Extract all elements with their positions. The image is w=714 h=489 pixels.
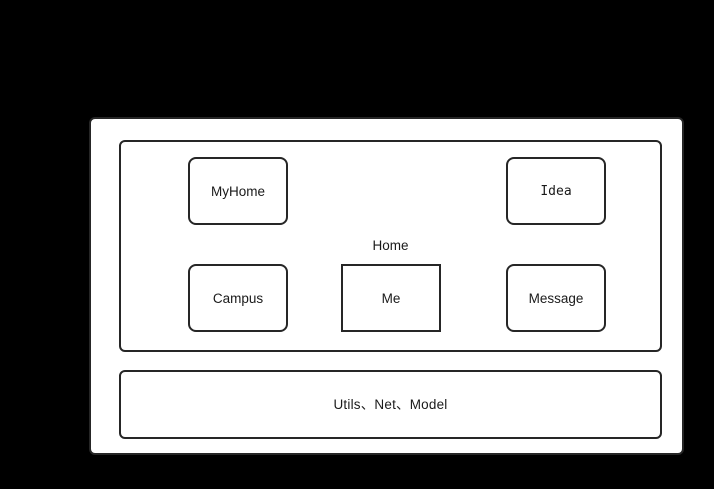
module-card-myhome[interactable]: MyHome [188,157,288,225]
module-card-message[interactable]: Message [506,264,606,332]
module-card-campus[interactable]: Campus [188,264,288,332]
module-card-idea[interactable]: Idea [506,157,606,225]
module-card-label: MyHome [210,183,265,199]
home-module-group: MyHome Idea Home Campus Me Message [119,140,662,352]
module-card-label: Campus [212,290,264,306]
utils-group-label: Utils、Net、Model [333,396,448,412]
home-group-label: Home [372,238,409,253]
module-card-me[interactable]: Me [341,264,441,332]
module-card-label: Me [381,290,401,306]
module-card-label: Message [528,290,584,306]
utils-module-group: Utils、Net、Model [119,370,662,439]
application-panel: MyHome Idea Home Campus Me Message Utils… [89,117,684,455]
module-card-label: Idea [540,183,572,199]
